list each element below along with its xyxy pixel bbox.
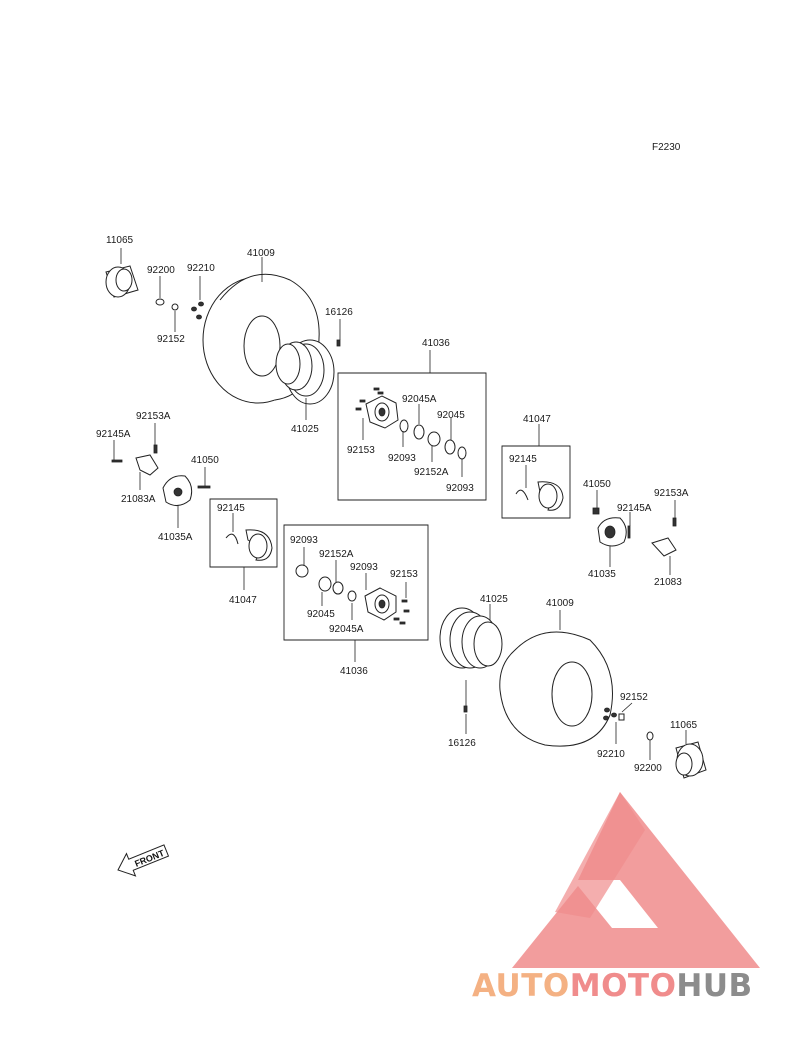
label-41009-top: 41009 xyxy=(247,248,275,259)
label-41050-left: 41050 xyxy=(191,455,219,466)
label-92152a-top: 92152A xyxy=(414,467,449,478)
brake-shoes-left xyxy=(225,513,273,561)
label-21083-right: 21083 xyxy=(654,577,682,588)
hub-assembly-bottom xyxy=(295,547,410,625)
label-41036-top: 41036 xyxy=(422,338,450,349)
label-41009-bot: 41009 xyxy=(546,598,574,609)
label-92152a-bot: 92152A xyxy=(319,549,354,560)
label-41050-right: 41050 xyxy=(583,479,611,490)
label-16126-top: 16126 xyxy=(325,307,353,318)
small-nuts-top xyxy=(155,276,204,332)
label-92152-top: 92152 xyxy=(157,334,185,345)
label-41047-left: 41047 xyxy=(229,595,257,606)
label-92045a-bot: 92045A xyxy=(329,624,364,635)
label-92200-top: 92200 xyxy=(147,265,175,276)
label-92093-bot-a: 92093 xyxy=(290,535,318,546)
label-92145a-left: 92145A xyxy=(96,429,131,440)
label-92153a-left: 92153A xyxy=(136,411,171,422)
label-92210-top: 92210 xyxy=(187,263,215,274)
figure-code: F2230 xyxy=(652,142,681,153)
label-41035-right: 41035 xyxy=(588,569,616,580)
label-92093-bot-b: 92093 xyxy=(350,562,378,573)
brake-parts-left xyxy=(111,423,211,528)
label-11065-top: 11065 xyxy=(106,235,134,246)
label-92145-left: 92145 xyxy=(217,503,245,514)
logo-hub: HUB xyxy=(676,968,752,1004)
automotohub-logo: AUTOMOTOHUB xyxy=(472,792,760,1004)
label-92153-bot: 92153 xyxy=(390,569,418,580)
svg-text:AUTOMOTOHUB: AUTOMOTOHUB xyxy=(472,968,753,1004)
label-92145-right: 92145 xyxy=(509,454,537,465)
label-92153a-right: 92153A xyxy=(654,488,689,499)
label-41035a-left: 41035A xyxy=(158,532,193,543)
label-92152-bot: 92152 xyxy=(620,692,648,703)
label-92200-bot: 92200 xyxy=(634,763,662,774)
hub-cap-top xyxy=(105,248,139,298)
label-21083a-left: 21083A xyxy=(121,494,156,505)
label-11065-bot: 11065 xyxy=(670,720,698,731)
label-92045-bot: 92045 xyxy=(307,609,335,620)
label-41047-right: 41047 xyxy=(523,414,551,425)
label-92145a-right: 92145A xyxy=(617,503,652,514)
label-92153-top: 92153 xyxy=(347,445,375,456)
tire-bottom xyxy=(499,610,613,747)
rim-bottom xyxy=(439,604,503,734)
brake-shoes-right xyxy=(515,465,564,511)
label-41025-top: 41025 xyxy=(291,424,319,435)
label-41025-bot: 41025 xyxy=(480,594,508,605)
rim-top xyxy=(275,319,341,420)
label-92045-top: 92045 xyxy=(437,410,465,421)
label-92210-bot: 92210 xyxy=(597,749,625,760)
hub-assembly-top xyxy=(355,387,467,477)
logo-auto: AUTO xyxy=(472,968,570,1004)
hub-cap-bottom xyxy=(675,730,707,779)
label-16126-bot: 16126 xyxy=(448,738,476,749)
brake-parts-right xyxy=(592,490,677,575)
label-92093-top-b: 92093 xyxy=(446,483,474,494)
small-nuts-bottom xyxy=(603,702,654,760)
label-92045a-top: 92045A xyxy=(402,394,437,405)
label-92093-top-a: 92093 xyxy=(388,453,416,464)
label-41036-bot: 41036 xyxy=(340,666,368,677)
front-direction-arrow: FRONT xyxy=(117,844,170,877)
logo-moto: MOTO xyxy=(570,968,677,1004)
